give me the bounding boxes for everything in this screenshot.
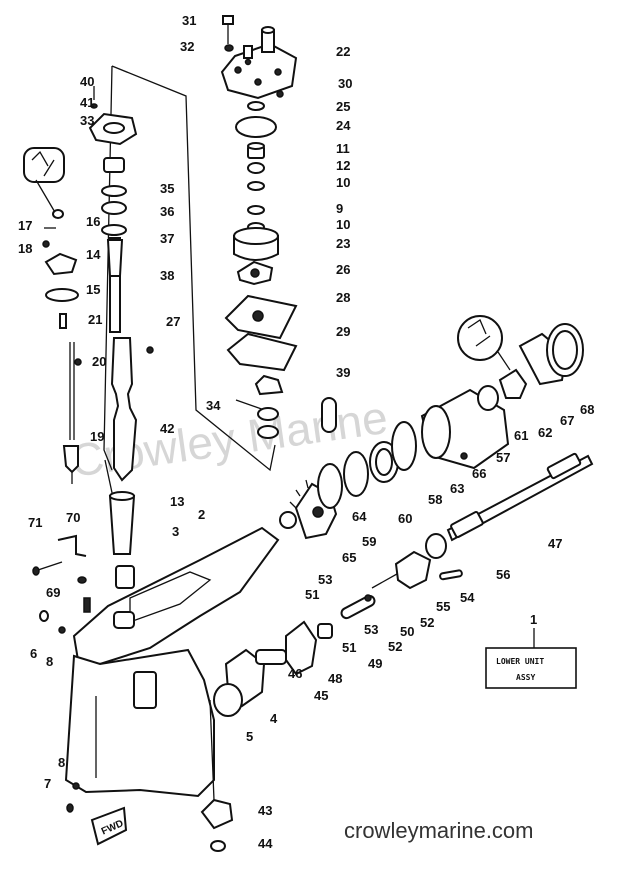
part-callout-53: 53 xyxy=(318,572,332,587)
part-callout-20: 20 xyxy=(92,354,106,369)
gear-and-shaft-group xyxy=(200,315,594,852)
assy-box-line1: LOWER UNIT xyxy=(496,657,544,666)
part-callout-22: 22 xyxy=(336,44,350,59)
part-callout-34: 34 xyxy=(206,398,221,413)
part-callout-47: 47 xyxy=(548,536,562,551)
part-callout-53: 53 xyxy=(364,622,378,637)
part-callout-25: 25 xyxy=(336,99,350,114)
part-callout-31: 31 xyxy=(182,13,196,28)
part-callout-11: 11 xyxy=(336,141,350,156)
part-callout-12: 12 xyxy=(336,158,350,173)
assy-box-callout: 1 xyxy=(530,612,537,627)
part-callout-21: 21 xyxy=(88,312,102,327)
part-callout-62: 62 xyxy=(538,425,552,440)
part-callout-60: 60 xyxy=(398,511,412,526)
part-callout-24: 24 xyxy=(336,118,351,133)
part-callout-64: 64 xyxy=(352,509,367,524)
part-callout-35: 35 xyxy=(160,181,174,196)
part-callout-52: 52 xyxy=(420,615,434,630)
lower-casing: FWD xyxy=(32,526,280,846)
part-callout-16: 16 xyxy=(86,214,100,229)
part-callout-6: 6 xyxy=(30,646,37,661)
part-callout-63: 63 xyxy=(450,481,464,496)
part-callout-67: 67 xyxy=(560,413,574,428)
part-callout-9: 9 xyxy=(336,201,343,216)
part-callout-30: 30 xyxy=(338,76,352,91)
part-callout-29: 29 xyxy=(336,324,350,339)
part-callout-7: 7 xyxy=(44,776,51,791)
water-pump-stack xyxy=(220,15,337,439)
part-callout-10: 10 xyxy=(336,217,350,232)
part-callout-38: 38 xyxy=(160,268,174,283)
part-callout-36: 36 xyxy=(160,204,174,219)
part-callout-14: 14 xyxy=(86,247,101,262)
part-callout-13: 13 xyxy=(170,494,184,509)
part-callout-68: 68 xyxy=(580,402,594,417)
part-callout-45: 45 xyxy=(314,688,328,703)
part-callout-39: 39 xyxy=(336,365,350,380)
shift-rod-group xyxy=(23,147,154,484)
part-callout-59: 59 xyxy=(362,534,376,549)
part-callout-66: 66 xyxy=(472,466,486,481)
part-callout-2: 2 xyxy=(198,507,205,522)
assy-box-line2: ASSY xyxy=(516,673,535,682)
part-callout-70: 70 xyxy=(66,510,80,525)
part-callout-32: 32 xyxy=(180,39,194,54)
part-callout-26: 26 xyxy=(336,262,350,277)
part-callout-69: 69 xyxy=(46,585,60,600)
part-callout-27: 27 xyxy=(166,314,180,329)
part-callout-65: 65 xyxy=(342,550,356,565)
part-callout-4: 4 xyxy=(270,711,278,726)
part-callout-42: 42 xyxy=(160,421,174,436)
part-callout-57: 57 xyxy=(496,450,510,465)
part-callout-48: 48 xyxy=(328,671,342,686)
part-callout-49: 49 xyxy=(368,656,382,671)
part-callout-61: 61 xyxy=(514,428,528,443)
part-callout-3: 3 xyxy=(172,524,179,539)
part-callout-55: 55 xyxy=(436,599,450,614)
part-callout-58: 58 xyxy=(428,492,442,507)
part-callout-46: 46 xyxy=(288,666,302,681)
part-callout-51: 51 xyxy=(342,640,356,655)
part-callout-19: 19 xyxy=(90,429,104,444)
lower-unit-assy-box: LOWER UNIT ASSY 1 xyxy=(485,612,577,689)
part-callout-56: 56 xyxy=(496,567,510,582)
part-callout-15: 15 xyxy=(86,282,100,297)
part-callout-17: 17 xyxy=(18,218,32,233)
part-callout-54: 54 xyxy=(460,590,475,605)
drive-shaft-group xyxy=(88,86,138,589)
part-callout-8: 8 xyxy=(46,654,53,669)
part-callout-51: 51 xyxy=(305,587,319,602)
part-callout-50: 50 xyxy=(400,624,414,639)
part-callout-41: 41 xyxy=(80,95,94,110)
part-callout-18: 18 xyxy=(18,241,32,256)
part-callout-44: 44 xyxy=(258,836,273,851)
part-callout-8: 8 xyxy=(58,755,65,770)
part-callout-5: 5 xyxy=(246,729,253,744)
part-callout-43: 43 xyxy=(258,803,272,818)
part-callout-37: 37 xyxy=(160,231,174,246)
part-callout-28: 28 xyxy=(336,290,350,305)
part-callout-33: 33 xyxy=(80,113,94,128)
part-callout-71: 71 xyxy=(28,515,42,530)
part-callout-23: 23 xyxy=(336,236,350,251)
website-text: crowleymarine.com xyxy=(344,818,534,843)
part-callout-40: 40 xyxy=(80,74,94,89)
part-callout-52: 52 xyxy=(388,639,402,654)
part-callout-10: 10 xyxy=(336,175,350,190)
